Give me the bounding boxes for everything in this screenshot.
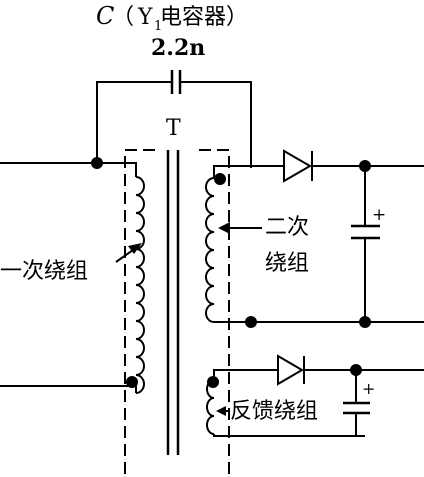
secondary-diode <box>283 149 424 183</box>
polarity-dot <box>214 173 226 185</box>
feedback-arrow <box>216 406 230 416</box>
polarity-dot <box>207 376 219 388</box>
secondary-label-line2: 绕组 <box>265 251 309 276</box>
transformer-label: T <box>166 116 181 141</box>
junction-dot <box>91 157 103 169</box>
capacitor-value: 2.2n <box>151 35 205 61</box>
title-c-symbol: C <box>96 2 114 30</box>
title-y-sub: 1 <box>154 19 162 34</box>
transformer-enclosure <box>124 149 230 477</box>
primary-winding <box>0 157 145 394</box>
feedback-label: 反馈绕组 <box>230 399 318 424</box>
title-paren-open: （ <box>112 5 134 30</box>
feedback-winding <box>206 369 365 437</box>
transformer-core <box>166 150 180 455</box>
junction-dot <box>245 316 257 328</box>
secondary-arrow <box>218 222 262 234</box>
title-desc: 电容器） <box>160 5 248 30</box>
polarity-dot <box>126 376 138 388</box>
primary-label: 一次绕组 <box>0 259 88 284</box>
secondary-capacitor <box>351 160 380 328</box>
secondary-plus-label: + <box>372 205 386 225</box>
secondary-winding <box>205 165 424 328</box>
feedback-capacitor <box>343 364 370 436</box>
feedback-diode <box>277 354 424 386</box>
secondary-label-line1: 二次 <box>265 215 309 240</box>
feedback-plus-label: + <box>362 379 375 398</box>
junction-dot <box>359 316 371 328</box>
y-capacitor <box>96 70 252 168</box>
title-y-text: Y <box>137 5 153 30</box>
primary-arrow <box>115 243 142 263</box>
